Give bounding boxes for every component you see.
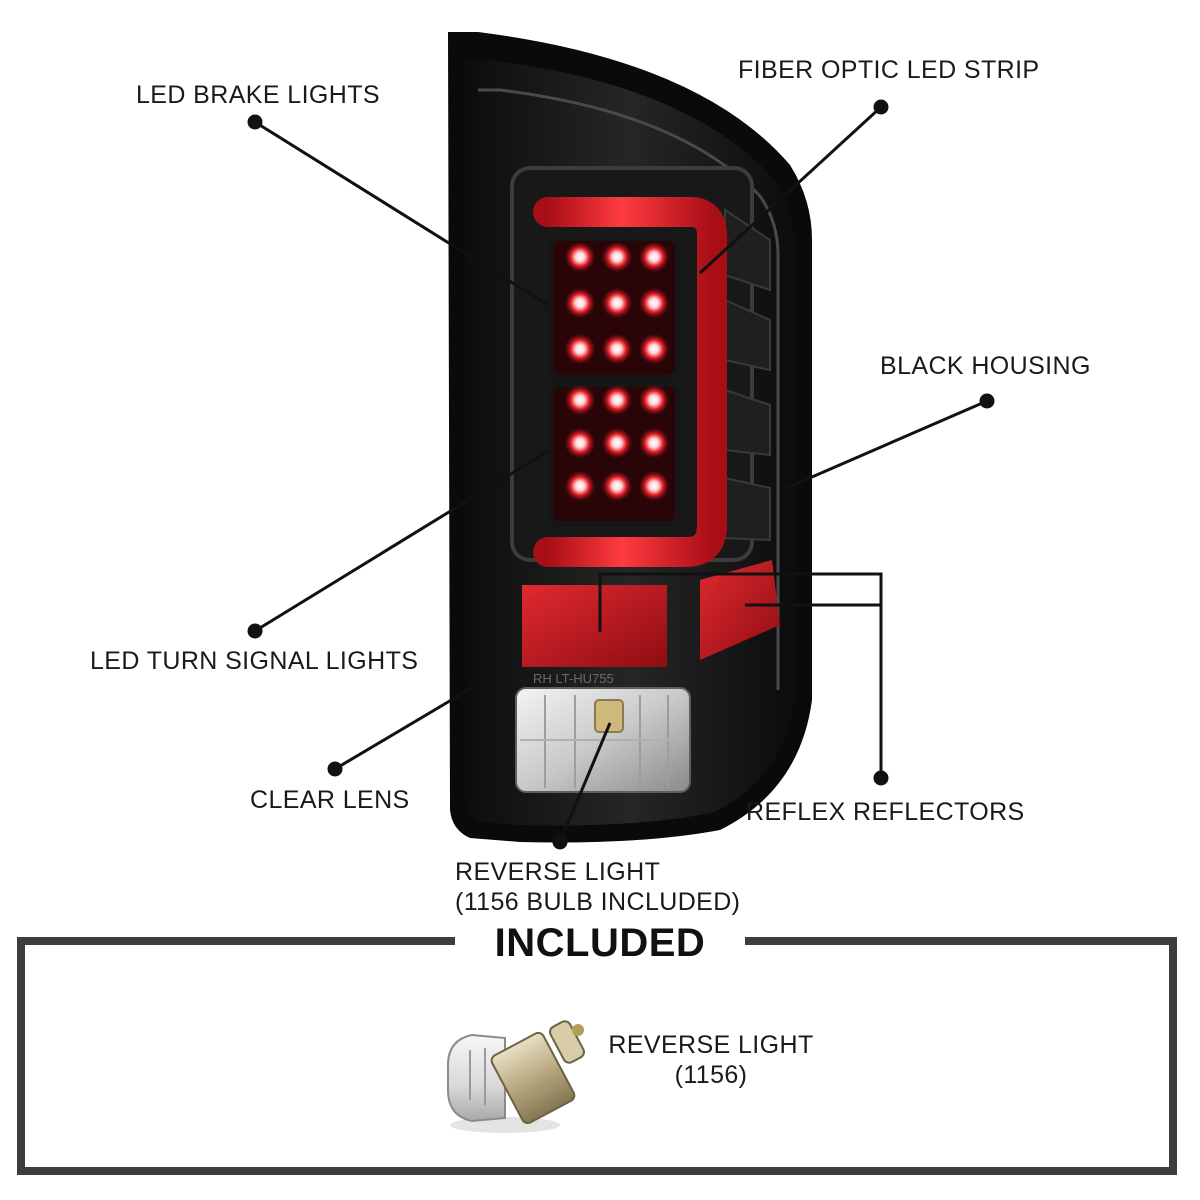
included-title: INCLUDED [455, 918, 745, 968]
lens-marking: RH LT-HU755 [533, 671, 614, 686]
bulb-1156 [447, 1020, 585, 1133]
brake-light-cluster [547, 235, 681, 381]
label-black-housing: BLACK HOUSING [880, 352, 1091, 380]
included-item-line2: (1156) [674, 1061, 748, 1089]
label-led-brake-lights: LED BRAKE LIGHTS [136, 81, 380, 109]
label-clear-lens: CLEAR LENS [250, 786, 410, 814]
label-reverse-light-line2: (1156 BULB INCLUDED) [455, 888, 741, 916]
label-reverse-light-line1: REVERSE LIGHT [455, 858, 661, 886]
label-reverse-light: REVERSE LIGHT (1156 BULB INCLUDED) [455, 857, 740, 917]
label-reflex-reflectors: REFLEX REFLECTORS [746, 798, 1025, 826]
included-item-line1: REVERSE LIGHT [608, 1031, 814, 1059]
included-box [17, 937, 1177, 1175]
callout-dots [247, 99, 995, 850]
turn-signal-cluster [547, 381, 681, 527]
fiber-optic-strip [533, 197, 727, 567]
label-led-turn-signal-lights: LED TURN SIGNAL LIGHTS [90, 647, 419, 675]
callout-lines [254, 105, 988, 843]
reflex-reflectors [522, 560, 780, 667]
included-item-label: REVERSE LIGHT (1156) [606, 1030, 816, 1090]
label-fiber-optic-led-strip: FIBER OPTIC LED STRIP [738, 56, 1040, 84]
